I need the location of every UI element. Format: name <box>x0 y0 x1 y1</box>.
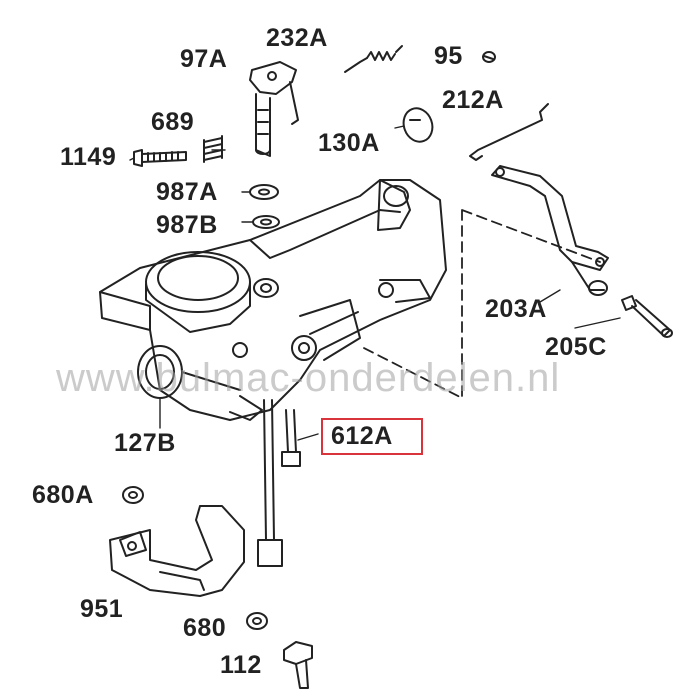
washer-987a <box>249 184 279 200</box>
part-label-680a: 680A <box>32 481 94 509</box>
highlight-box <box>321 418 423 455</box>
part-label-112: 112 <box>220 651 262 679</box>
bolt-205c <box>621 295 673 338</box>
part-label-951: 951 <box>80 595 124 623</box>
watermark: www.bulmac-onderdelen.nl <box>56 356 561 400</box>
spring-689 <box>203 135 223 163</box>
part-label-612a: 612A <box>331 422 393 450</box>
part-label-127b: 127B <box>114 429 176 457</box>
washer-680a <box>122 486 144 504</box>
part-label-130a: 130A <box>318 129 380 157</box>
screw-1149 <box>133 149 187 167</box>
screw-112 <box>283 641 313 689</box>
part-label-680: 680 <box>183 614 227 642</box>
link-rod-212a <box>469 103 549 161</box>
part-label-689: 689 <box>151 108 195 136</box>
part-label-987a: 987A <box>156 178 218 206</box>
spring-232a <box>344 45 403 73</box>
part-label-987b: 987B <box>156 211 218 239</box>
part-label-205c: 205C <box>545 333 607 361</box>
throttle-lever-97a <box>249 61 299 157</box>
bracket-951 <box>109 505 245 597</box>
washer-987b <box>252 215 280 229</box>
part-label-95: 95 <box>434 42 463 70</box>
part-label-203a: 203A <box>485 295 547 323</box>
bolt-612a <box>257 399 301 567</box>
lever-203a <box>491 165 609 296</box>
screw-95 <box>482 51 496 63</box>
part-label-97a: 97A <box>180 45 228 73</box>
carburetor-body <box>99 179 447 421</box>
washer-680 <box>246 612 268 630</box>
leader-lines <box>129 125 621 441</box>
choke-plate-130a <box>402 107 434 143</box>
dash-line <box>359 209 601 399</box>
part-label-1149: 1149 <box>60 143 117 171</box>
part-label-212a: 212A <box>442 86 504 114</box>
part-label-232a: 232A <box>266 24 328 52</box>
